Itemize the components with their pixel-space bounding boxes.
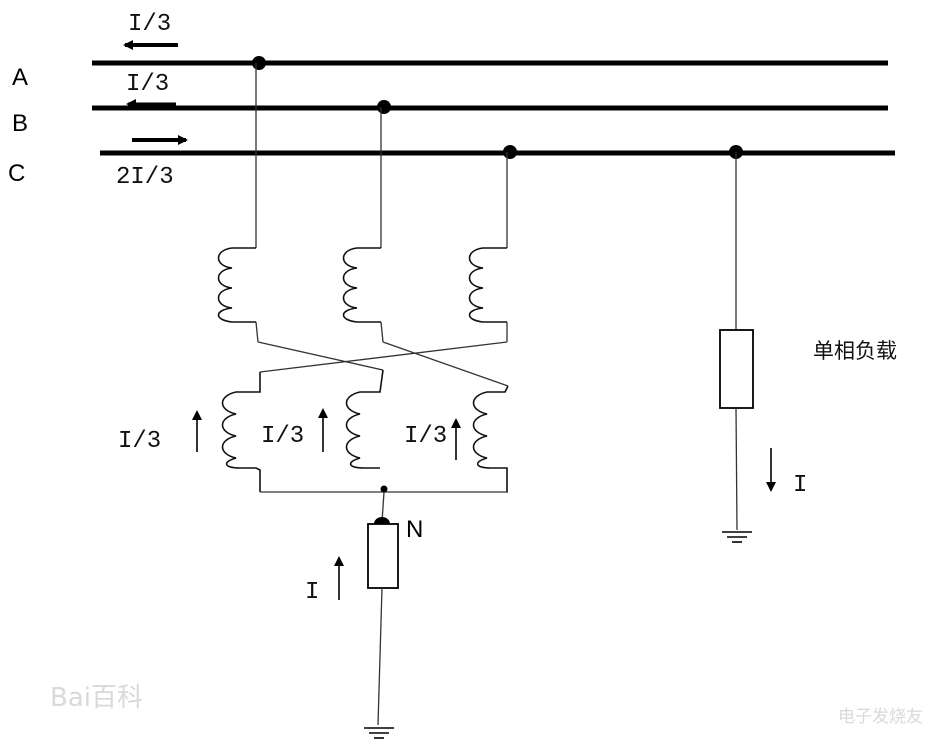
primary-coil-c	[468, 247, 507, 323]
load-label: 单相负载	[813, 339, 897, 363]
neutral-resistor	[367, 523, 399, 589]
primary-tail-a	[255, 321, 259, 343]
bus-a-label: A	[12, 64, 28, 91]
bus-b-current-label: I/3	[126, 71, 169, 98]
neutral-wire-upper	[381, 491, 385, 523]
secondary-2-current-label: I/3	[261, 423, 304, 450]
junction-b	[377, 100, 391, 114]
primary-coil-b	[342, 247, 381, 323]
secondary-coil-2	[345, 369, 384, 469]
primary-coil-a	[217, 247, 256, 323]
junction-c	[503, 145, 517, 159]
cross-wire-2	[382, 341, 509, 387]
cross-wire-3	[259, 341, 508, 373]
junction-a	[252, 56, 266, 70]
load-ground-icon	[722, 531, 752, 543]
neutral-wire-lower	[377, 587, 383, 726]
secondary-1-current-label: I/3	[118, 428, 161, 455]
primary-tail-b	[380, 321, 384, 343]
bus-c-label: C	[8, 160, 25, 187]
neutral-terminal	[374, 517, 390, 524]
neutral-current-label: I	[305, 579, 319, 606]
secondary-coil-3	[472, 385, 509, 492]
secondary-coil-1	[221, 372, 261, 492]
star-point-dot	[380, 485, 388, 493]
load-wire-lower	[735, 407, 738, 531]
bus-c-current-label: 2I/3	[116, 164, 174, 191]
load-resistor	[719, 329, 754, 409]
bus-b-label: B	[12, 110, 28, 137]
bus-a-current-label: I/3	[128, 11, 171, 38]
cross-wire-1	[257, 341, 384, 371]
watermark-left: Bai百科	[50, 683, 143, 713]
watermark-right: 电子发烧友	[838, 707, 923, 727]
load-current-label: I	[793, 472, 807, 499]
secondary-3-current-label: I/3	[404, 423, 447, 450]
neutral-label: N	[406, 516, 423, 543]
neutral-ground-icon	[364, 727, 394, 739]
